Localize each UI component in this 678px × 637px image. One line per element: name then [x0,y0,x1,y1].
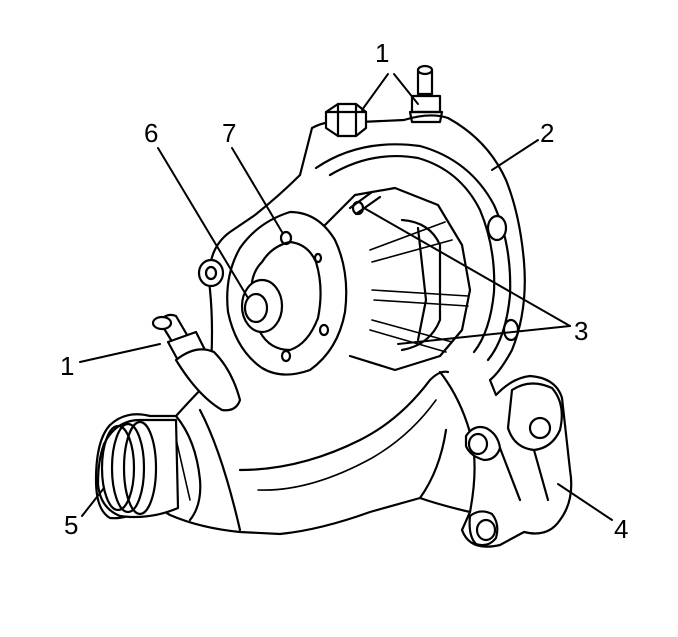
callout-1-left: 1 [60,351,74,381]
callout-7: 7 [222,118,236,148]
callout-6: 6 [144,118,158,148]
callout-4: 4 [614,514,628,544]
pulley-flange [226,210,348,376]
leader-lines [79,73,613,521]
callout-2: 2 [540,118,554,148]
inlet-pipe [96,418,180,519]
side-bleed-fitting [151,313,242,412]
callouts: 1 1 2 3 4 5 6 7 [60,38,628,544]
callout-5: 5 [64,510,78,540]
mounting-bracket [464,382,563,547]
callout-1-top: 1 [375,38,389,68]
top-fittings [324,64,444,138]
callout-3: 3 [574,316,588,346]
